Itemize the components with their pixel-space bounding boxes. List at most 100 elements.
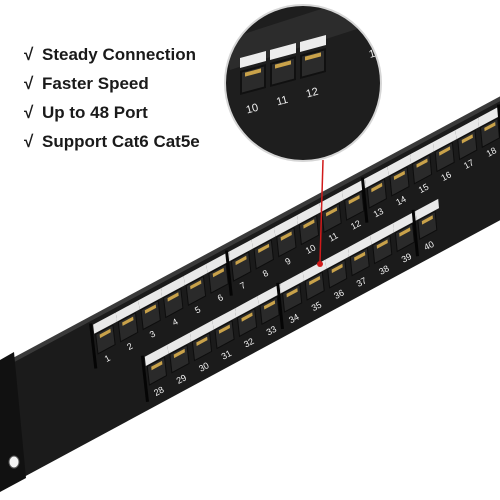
jack-contacts [461, 134, 473, 144]
jack-contacts [144, 304, 157, 314]
module-divider [496, 104, 500, 140]
port-number-label: 3 [148, 329, 157, 340]
port-number-label: 34 [287, 312, 301, 326]
jack-contacts [484, 122, 496, 132]
label-strip [364, 166, 389, 188]
port-number-label: 14 [394, 194, 408, 208]
check-mark-icon: √ [24, 45, 34, 64]
label-strip [387, 154, 412, 176]
port-number-label: 38 [377, 263, 391, 277]
check-mark-icon: √ [24, 132, 34, 151]
jack-contacts [173, 348, 185, 359]
port-number-label: 12 [349, 218, 363, 232]
port-number-label: 11 [327, 230, 340, 243]
jack-contacts [212, 268, 224, 278]
port-number-label: 6 [216, 292, 225, 303]
label-strip [370, 223, 394, 245]
zoom-port-number: 12 [305, 86, 320, 101]
jack-contacts [421, 215, 433, 225]
label-strip [138, 288, 163, 310]
jack-contacts [309, 276, 321, 286]
jack-contacts [263, 300, 276, 310]
label-strip [393, 211, 417, 233]
feature-text: Up to 48 Port [42, 103, 148, 122]
label-strip [229, 239, 253, 261]
jack-contacts [245, 68, 261, 77]
jack-contacts [416, 158, 428, 168]
jack-contacts [275, 60, 291, 69]
port-number-label: 9 [283, 256, 292, 267]
zoom-circle-frame [224, 4, 382, 162]
label-strip [415, 198, 439, 221]
zoom-port-number: 11 [275, 94, 289, 109]
check-mark-icon: √ [24, 74, 34, 93]
label-strip [432, 130, 457, 152]
jack-contacts [305, 52, 321, 61]
label-strip [274, 215, 298, 237]
port-number-label: 4 [171, 316, 180, 327]
label-strip [161, 276, 185, 298]
module-divider [276, 282, 284, 330]
jack-contacts [376, 239, 388, 249]
screw-hole-icon [8, 455, 20, 469]
label-strip [251, 227, 276, 249]
jack-contacts [167, 292, 179, 302]
port-number-label: 2 [125, 341, 134, 352]
jack-contacts [371, 182, 383, 193]
port-number-label: 39 [400, 251, 414, 265]
feature-item: √ Faster Speed [24, 69, 200, 98]
port-number-label: 13 [372, 206, 386, 220]
port-number-label: 15 [417, 182, 431, 196]
jack-contacts [235, 255, 247, 266]
label-strip [235, 296, 259, 318]
leader-line [319, 159, 324, 263]
port-number-label: 8 [261, 268, 270, 279]
label-strip [93, 312, 117, 334]
label-strip [212, 308, 237, 330]
feature-list: √Steady Connection √ Faster Speed √ Up to … [24, 40, 200, 156]
port-number-label: 35 [310, 300, 324, 314]
module-divider [360, 177, 369, 223]
feature-text: Faster Speed [42, 74, 149, 93]
feature-item: √ Support Cat6 Cat5e [24, 127, 200, 156]
port-number-label: 5 [193, 304, 202, 315]
jack-contacts [393, 170, 405, 180]
port-number-label: 36 [332, 288, 346, 302]
port-number-label: 33 [265, 324, 279, 338]
label-strip [325, 247, 349, 269]
patch-panel: 1234567891011121314151617182829303132333… [0, 96, 500, 492]
feature-text: Support Cat6 Cat5e [42, 132, 200, 151]
module-divider [89, 323, 98, 369]
leader-dot [317, 261, 323, 267]
label-strip [455, 117, 479, 140]
jack-contacts [439, 146, 451, 156]
jack-contacts [241, 312, 253, 322]
label-strip [144, 344, 169, 366]
check-mark-icon: √ [24, 103, 34, 122]
port-number-label: 31 [220, 348, 234, 362]
panel-top-edge [7, 96, 500, 366]
label-strip [297, 203, 321, 225]
zoom-label-strip [240, 51, 266, 68]
label-strip [410, 142, 434, 164]
port-number-label: 32 [242, 336, 256, 350]
label-strip [478, 106, 500, 128]
module-divider [140, 355, 149, 402]
jack-contacts [99, 328, 111, 339]
port-number-label: 37 [355, 275, 369, 289]
port-number-label: 7 [238, 280, 247, 291]
feature-item: √ Up to 48 Port [24, 98, 200, 127]
jack-contacts [354, 251, 366, 261]
port-number-label: 30 [197, 360, 211, 374]
jack-contacts [218, 324, 230, 334]
jack-contacts [348, 195, 360, 205]
label-strip [115, 300, 140, 322]
port-number-label: 16 [439, 170, 453, 184]
zoom-port-number: 10 [245, 102, 260, 117]
label-strip [206, 251, 230, 273]
feature-item: √Steady Connection [24, 40, 200, 69]
jack-contacts [151, 360, 163, 371]
